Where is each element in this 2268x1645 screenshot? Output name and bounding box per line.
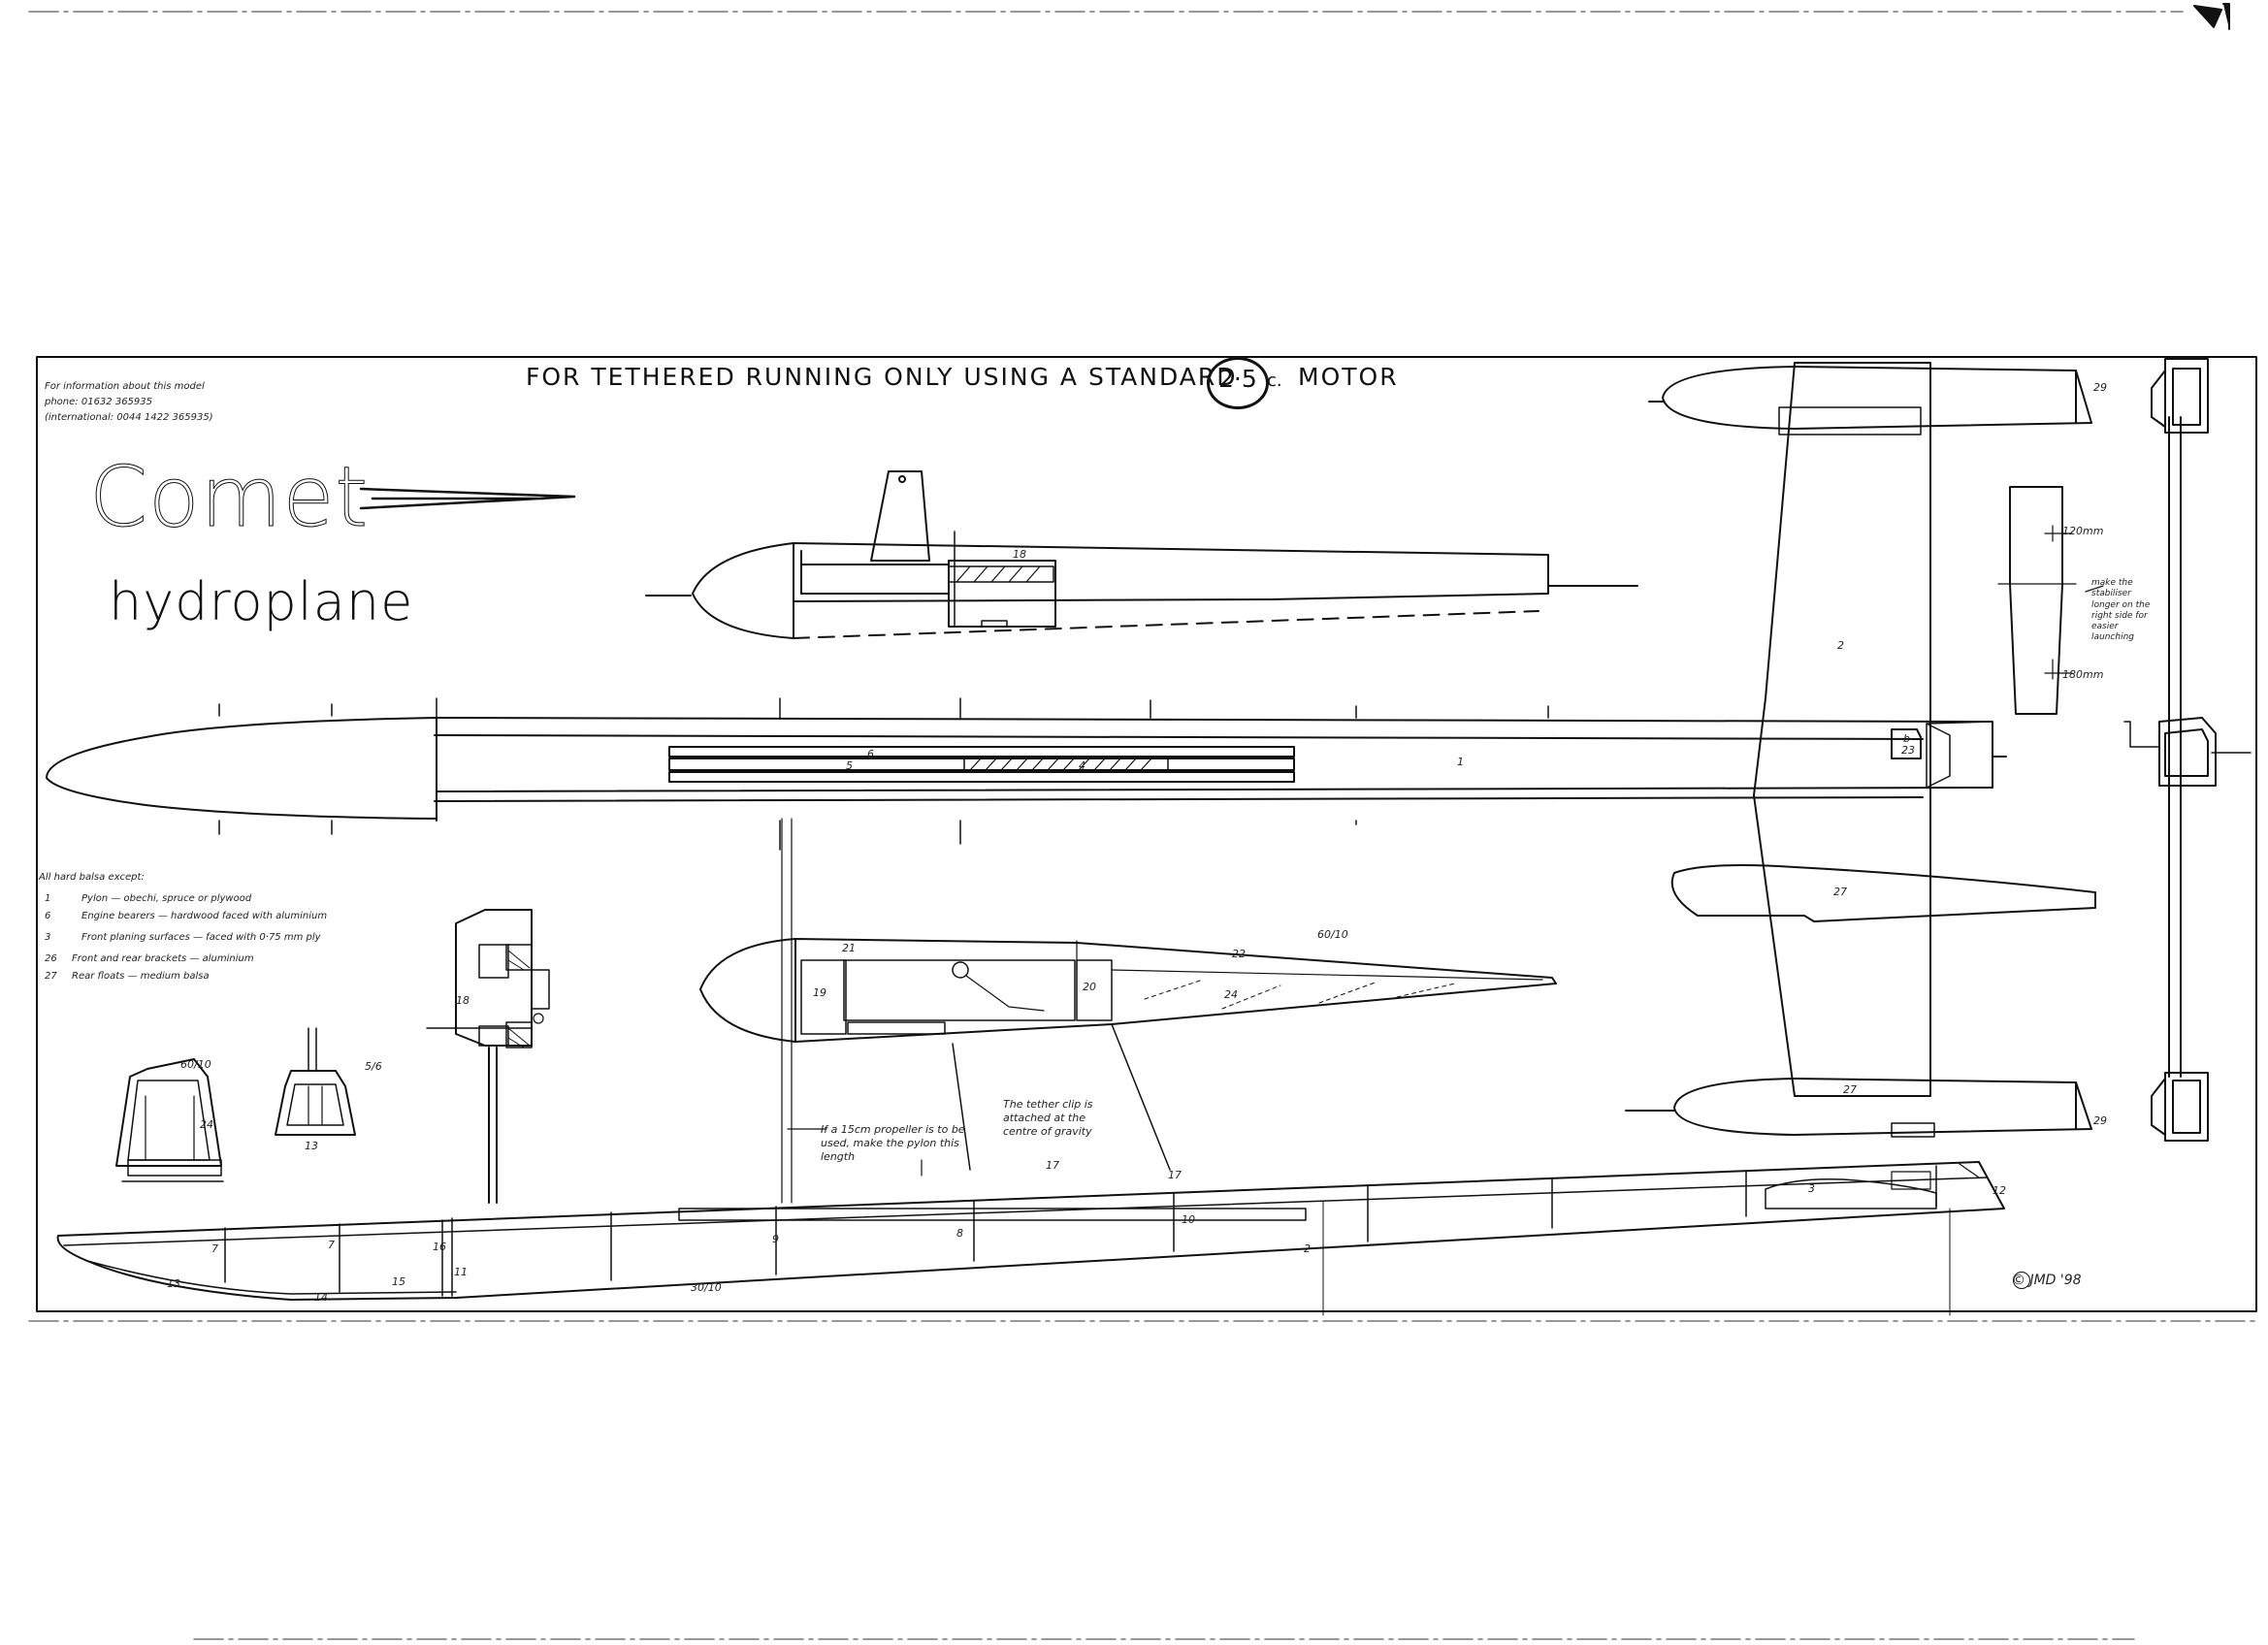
- material-item: Rear floats — medium balsa: [72, 971, 210, 982]
- motor-size-value: 2·5: [1218, 365, 1257, 393]
- info-line: (international: 0044 1422 365935): [45, 412, 213, 423]
- part-label: 60/10: [180, 1058, 211, 1071]
- part-label: b: [1903, 732, 1910, 745]
- part-label: 11: [454, 1266, 468, 1278]
- part-label: 5/6: [365, 1060, 382, 1073]
- info-line: For information about this model: [45, 381, 205, 392]
- part-label: 23: [1901, 744, 1915, 757]
- part-label: 18: [1013, 548, 1026, 561]
- part-label: 27: [1843, 1083, 1857, 1096]
- part-label: 6: [867, 748, 874, 760]
- tether-note: The tether clip is attached at the centr…: [1003, 1098, 1093, 1138]
- part-label: 17: [1168, 1169, 1182, 1181]
- part-label: 5: [846, 759, 853, 772]
- copyright-circle: [2013, 1272, 2030, 1289]
- part-label: 4: [1079, 759, 1085, 772]
- side-view: [645, 470, 1638, 639]
- material-number: 3: [45, 932, 51, 943]
- material-item: Engine bearers — hardwood faced with alu…: [81, 911, 328, 921]
- part-label: 19: [813, 986, 826, 999]
- part-label: 3: [1808, 1182, 1815, 1195]
- part-label: 8: [956, 1227, 963, 1240]
- info-line: phone: 01632 365935: [45, 397, 153, 407]
- part-label: 18: [456, 994, 470, 1007]
- plan-title: FOR TETHERED RUNNING ONLY USING A STANDA…: [526, 363, 1238, 391]
- motor-size-circle: [1207, 357, 1269, 409]
- material-item: Front and rear brackets — aluminium: [72, 953, 254, 964]
- scan-edge-marks: [28, 11, 2261, 1640]
- section-details: [115, 909, 550, 1204]
- brand-subtitle: hydroplane: [109, 571, 414, 632]
- sheet-border: [36, 356, 2257, 1312]
- part-label: 13: [167, 1277, 180, 1290]
- part-label: 29: [2093, 1114, 2107, 1127]
- part-label: 14: [314, 1291, 328, 1304]
- motor-size-unit: c.: [1267, 371, 1282, 391]
- dimension-leaders: [787, 532, 2104, 1177]
- end-view: [2123, 358, 2252, 1142]
- part-label: 9: [772, 1233, 779, 1245]
- outrigger-plan: [1625, 362, 2096, 1138]
- brand-logo: Comet: [88, 449, 370, 546]
- part-label: 1: [1457, 756, 1464, 768]
- part-label: 7: [211, 1242, 218, 1255]
- part-label: 12: [1993, 1184, 2006, 1197]
- mid-side-view: [699, 938, 1557, 1171]
- top-view-hull: [46, 697, 2007, 1204]
- material-item: Pylon — obechi, spruce or plywood: [81, 893, 252, 904]
- part-label: 27: [1833, 886, 1847, 898]
- materials-heading: All hard balsa except:: [39, 872, 145, 883]
- bottom-side-profile: [56, 1161, 2005, 1316]
- part-label: 7: [328, 1239, 335, 1251]
- part-label: 22: [1232, 948, 1246, 960]
- part-label: 16: [433, 1241, 446, 1253]
- part-label: 17: [1046, 1159, 1059, 1172]
- material-number: 26: [45, 953, 57, 964]
- part-label: 24: [1224, 988, 1238, 1001]
- part-label: 2: [1837, 639, 1844, 652]
- material-number: 27: [45, 971, 57, 982]
- copyright: © JMD '98: [2012, 1273, 2082, 1288]
- stabiliser-note: make the stabiliser longer on the right …: [2091, 578, 2151, 643]
- part-label: 20: [1083, 981, 1096, 993]
- part-label: 24: [200, 1118, 213, 1131]
- part-label: 21: [842, 942, 856, 954]
- material-number: 1: [45, 893, 51, 904]
- dimension-bottom: 180mm: [2062, 668, 2104, 681]
- part-label: 2: [1304, 1242, 1311, 1255]
- part-label: 30/10: [691, 1281, 722, 1294]
- plan-title-suffix: MOTOR: [1298, 363, 1399, 391]
- part-label: 29: [2093, 381, 2107, 394]
- propeller-note: If a 15cm propeller is to be used, make …: [821, 1123, 965, 1163]
- material-item: Front planing surfaces — faced with 0·75…: [81, 932, 321, 943]
- material-number: 6: [45, 911, 51, 921]
- part-label: 60/10: [1317, 928, 1348, 941]
- scan-corner-mark: [2193, 3, 2230, 30]
- part-label: 13: [305, 1140, 318, 1152]
- part-label: 10: [1182, 1213, 1195, 1226]
- logo-pennant: [359, 487, 576, 510]
- dimension-top: 120mm: [2062, 525, 2104, 537]
- part-label: 15: [392, 1275, 405, 1288]
